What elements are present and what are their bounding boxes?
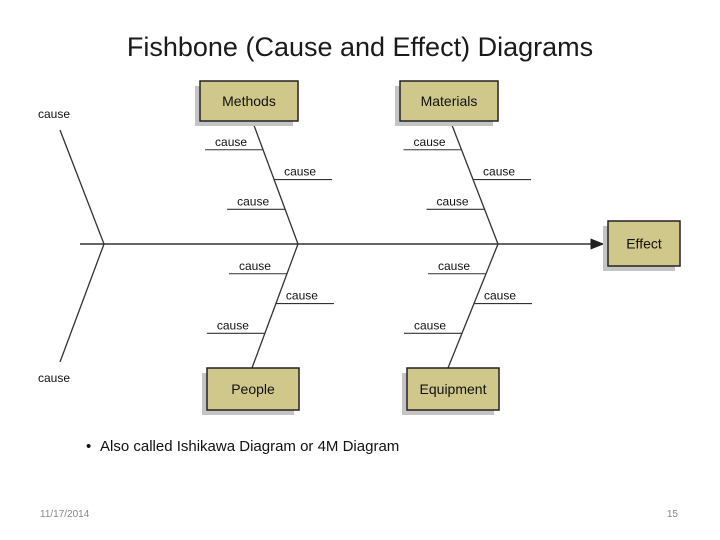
cause-label-materials-2: cause (483, 165, 515, 179)
materials-box-label: Materials (421, 93, 478, 109)
page-number: 15 (666, 509, 678, 520)
people-box-label: People (231, 381, 275, 397)
tail-cause-upper: cause (38, 107, 70, 121)
slide-title: Fishbone (Cause and Effect) Diagrams (126, 32, 594, 62)
bullet-icon: • (86, 438, 92, 455)
methods-box-label: Methods (222, 93, 276, 109)
bullet-text: Also called Ishikawa Diagram or 4M Diagr… (100, 438, 400, 455)
bullet-item: • Also called Ishikawa Diagram or 4M Diag… (86, 438, 399, 455)
effect-box (607, 220, 681, 267)
cause-label-methods-2: cause (284, 165, 316, 179)
cause-label-methods-3: cause (237, 194, 269, 208)
cause-label-people-1: cause (239, 259, 271, 273)
tail-lower-line (59, 243, 105, 363)
methods-box (199, 80, 299, 122)
cause-label-materials-1: cause (414, 135, 446, 149)
cause-label-people-3: cause (217, 318, 249, 332)
equipment-box (406, 367, 500, 411)
bone-methods (251, 119, 299, 245)
cause-label-equipment-2: cause (484, 289, 516, 303)
bone-materials (449, 119, 499, 245)
cause-label-people-2: cause (286, 289, 318, 303)
cause-label-equipment-1: cause (438, 259, 470, 273)
footer-date: 11/17/2014 (40, 509, 90, 520)
materials-box (399, 80, 499, 122)
tail-cause-lower: cause (38, 371, 70, 385)
cause-label-equipment-3: cause (414, 318, 446, 332)
equipment-box-label: Equipment (420, 381, 487, 397)
tail-upper-line (59, 129, 105, 245)
people-box (206, 367, 300, 411)
bone-equipment (447, 243, 499, 369)
bone-people (251, 243, 299, 369)
cause-label-materials-3: cause (437, 194, 469, 208)
effect-box-label: Effect (626, 236, 662, 252)
cause-label-methods-1: cause (215, 135, 247, 149)
